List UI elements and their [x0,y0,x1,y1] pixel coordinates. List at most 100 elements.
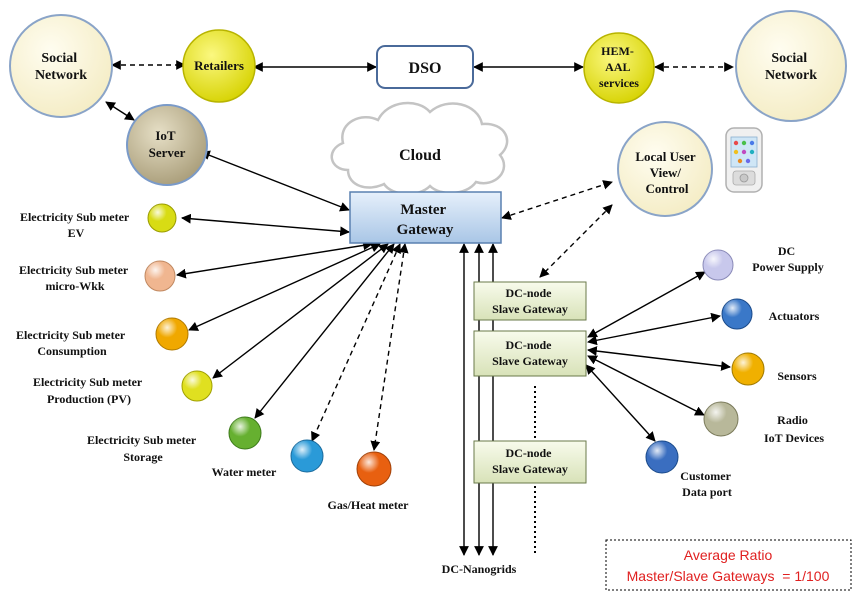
svg-text:IoT Server: IoT Server [149,128,186,160]
master-water-link [311,243,401,442]
meter-microwkk-label-2: micro-Wkk [45,279,104,293]
meter-storage-label-1: Electricity Sub meter [87,433,197,447]
meter-storage: Electricity Sub meter Storage [87,416,262,464]
device-customer-label-2: Data port [682,485,732,499]
dso-label: DSO [409,60,442,77]
iot-server-label-1: IoT [155,128,176,143]
slave-gateway-2: DC-node Slave Gateway [473,330,587,377]
cloud-shape: Cloud [330,101,509,196]
social-network-left-label-2: Network [35,68,87,83]
local-user-label-1: Local User [635,149,696,164]
hem-aal-label-3: services [599,76,639,90]
device-radio-label-2: IoT Devices [764,431,824,445]
social-network-left: Social Network [9,14,113,118]
svg-text:Electricity Sub meter EV: Electricity Sub meter EV [20,210,132,240]
social-network-right: Social Network [735,10,847,122]
ratio-line-1: Average Ratio [684,547,773,563]
slave-customer-link [585,364,656,442]
svg-text:DC-node Slave Gateway: DC-node Slave Gateway [492,446,568,476]
retailers-label: Retailers [194,58,244,73]
meter-microwkk: Electricity Sub meter micro-Wkk [19,260,176,293]
device-radio-label-1: Radio [777,413,808,427]
localuser-slave-link [539,204,613,278]
slave-sensors-link [587,346,731,371]
svg-text:Social Network: Social Network [35,51,87,83]
svg-text:Social Network: Social Network [765,51,817,83]
meter-production-label-2: Production (PV) [47,392,131,406]
master-consumption-link [188,243,381,331]
ratio-box: Average Ratio Master/Slave Gateways = 1/… [605,539,852,591]
master-gas-link [370,243,409,451]
slave-gateway-1: DC-node Slave Gateway [473,281,587,321]
iot-master-link [200,150,350,212]
meter-gas-label: Gas/Heat meter [328,498,410,512]
device-dc-power-label-1: DC [778,244,795,258]
meter-storage-label-2: Storage [123,450,163,464]
device-actuators: Actuators [721,298,820,330]
ratio-line-2: Master/Slave Gateways = 1/100 [627,568,830,584]
svg-text:Customer Data port: Customer Data port [680,469,733,499]
slave-actuators-link [587,312,721,346]
svg-text:Radio IoT Devices: Radio IoT Devices [764,413,824,445]
master-localuser-link [501,180,613,220]
slave-dcpower-link [587,271,706,338]
device-dc-power: DC Power Supply [702,244,824,281]
meter-water-label: Water meter [212,465,277,479]
svg-text:DC-node Slave Gateway: DC-node Slave Gateway [492,338,568,368]
device-sensors-label: Sensors [777,369,817,383]
slave-gateway-3-label-1: DC-node [505,446,552,460]
master-ev-link [181,213,350,237]
device-customer-label-1: Customer [680,469,731,483]
hem-aal-node: HEM- AAL services [583,32,655,104]
master-microwkk-link [176,240,373,279]
hem-aal-label-2: AAL [605,60,630,74]
slave-gateway-1-label-1: DC-node [505,286,552,300]
master-gateway-label-2: Gateway [397,222,454,238]
meter-water: Water meter [212,439,324,479]
local-user-label-2: View/ [650,165,682,180]
master-gateway-label-1: Master [400,202,446,218]
cloud-label: Cloud [399,147,441,164]
slave-gateway-1-label-2: Slave Gateway [492,302,568,316]
meter-microwkk-label-1: Electricity Sub meter [19,263,129,277]
svg-text:Master Gateway: Master Gateway [397,202,454,238]
dso-node: DSO [376,45,474,89]
svg-text:Electricity Sub meter mi: Electricity Sub meter micro-Wkk [19,263,131,293]
meter-ev-label-2: EV [68,226,85,240]
meter-consumption-label-1: Electricity Sub meter [16,328,126,342]
device-actuators-label: Actuators [769,309,820,323]
iot-server-node: IoT Server [126,104,208,186]
local-user-node: Local User View/ Control [617,121,713,217]
svg-text:DC Power Supply: DC Power Supply [752,244,823,274]
device-dc-power-label-2: Power Supply [752,260,823,274]
master-gateway-node: Master Gateway [349,191,502,244]
retailers-node: Retailers [182,29,256,103]
iot-server-label-2: Server [149,145,186,160]
svg-text:Local User View/ C: Local User View/ Control [635,149,698,196]
hem-aal-label-1: HEM- [601,44,634,58]
dc-nanogrids-label: DC-Nanogrids [442,562,517,576]
slave-gateway-3-label-2: Slave Gateway [492,462,568,476]
meter-consumption-label-2: Consumption [37,344,107,358]
device-radio: Radio IoT Devices [703,401,824,445]
meter-ev: Electricity Sub meter EV [20,203,177,240]
smartphone-icon [725,127,763,193]
social-network-left-label-1: Social [41,51,77,66]
social-network-right-label-1: Social [771,51,807,66]
svg-text:Electricity Sub meter Pr: Electricity Sub meter Production (PV) [33,375,145,406]
svg-text:Electricity Sub meter Co: Electricity Sub meter Consumption [16,328,128,358]
slave-gateway-2-label-1: DC-node [505,338,552,352]
svg-text:DC-node Slave Gateway: DC-node Slave Gateway [492,286,568,316]
connections [105,60,734,556]
local-user-label-3: Control [645,181,688,196]
device-sensors: Sensors [731,352,817,386]
master-storage-link [254,243,395,419]
master-production-link [212,243,389,379]
meter-production: Electricity Sub meter Production (PV) [33,370,213,406]
meter-consumption: Electricity Sub meter Consumption [16,317,189,358]
meter-production-label-1: Electricity Sub meter [33,375,143,389]
svg-text:Electricity Sub meter St: Electricity Sub meter Storage [87,433,199,464]
svg-text:HEM- AAL services: HEM- AAL services [599,44,639,90]
slave-gateway-2-label-2: Slave Gateway [492,354,568,368]
